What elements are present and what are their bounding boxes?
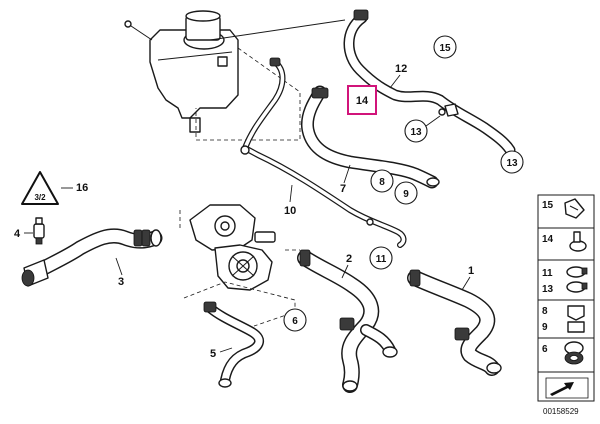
callout-15: 15 [433, 35, 457, 59]
warning-symbol-text: 3/2 [34, 193, 46, 202]
diagram-number: 00158529 [543, 407, 579, 416]
expansion-tank [124, 10, 346, 141]
legend-label-11: 11 [542, 268, 553, 279]
band-clamp-icon [566, 266, 588, 293]
part-label-7: 7 [340, 183, 346, 195]
legend-label-15: 15 [542, 200, 554, 211]
part-label-12: 12 [395, 63, 407, 75]
callout-6: 6 [283, 308, 307, 332]
callout-11: 11 [369, 246, 393, 270]
hose-clip-icon [564, 198, 585, 219]
legend-label-6: 6 [542, 344, 548, 355]
pipe-10 [240, 57, 407, 248]
part-label-2: 2 [346, 253, 352, 265]
callout-13-upper-text: 13 [410, 127, 422, 138]
legend-label-13: 13 [542, 284, 554, 295]
seal-ring-icon [564, 341, 584, 365]
part-label-1: 1 [468, 265, 474, 277]
warning-triangle-icon: 3/2 [21, 171, 59, 205]
hose-7 [300, 85, 440, 189]
callout-13-right-text: 13 [506, 158, 518, 169]
parts-legend: 15 14 11 13 8 9 6 [537, 194, 595, 402]
hose-12 [343, 9, 516, 156]
callout-13-right: 13 [500, 150, 524, 174]
water-pump [179, 204, 300, 291]
callout-11-text: 11 [376, 254, 387, 265]
legend-label-14: 14 [542, 234, 554, 245]
callout-15-text: 15 [439, 43, 451, 54]
part-label-3: 3 [118, 276, 124, 288]
retaining-clip-icon [567, 305, 585, 333]
callout-6-text: 6 [292, 316, 298, 327]
callout-9: 9 [394, 181, 418, 205]
temperature-sensor [33, 217, 45, 245]
hose-3 [21, 228, 163, 287]
hose-1 [407, 269, 502, 376]
part-label-4: 4 [14, 228, 21, 240]
callout-8: 8 [370, 169, 394, 193]
legend-label-8: 8 [542, 306, 548, 317]
hose-5 [183, 281, 296, 388]
hose-2 [297, 249, 398, 393]
callout-9-text: 9 [403, 189, 409, 200]
callout-8-text: 8 [379, 177, 385, 188]
part-label-16: 16 [76, 182, 88, 194]
part-label-5: 5 [210, 348, 216, 360]
callout-13-upper: 13 [404, 115, 441, 143]
direction-arrow-icon [545, 377, 589, 399]
legend-label-9: 9 [542, 322, 548, 333]
part-label-10: 10 [284, 205, 296, 217]
spring-clamp-icon [569, 231, 587, 252]
callout-14-text: 14 [356, 95, 369, 107]
callout-14-highlighted: 14 [347, 85, 377, 115]
